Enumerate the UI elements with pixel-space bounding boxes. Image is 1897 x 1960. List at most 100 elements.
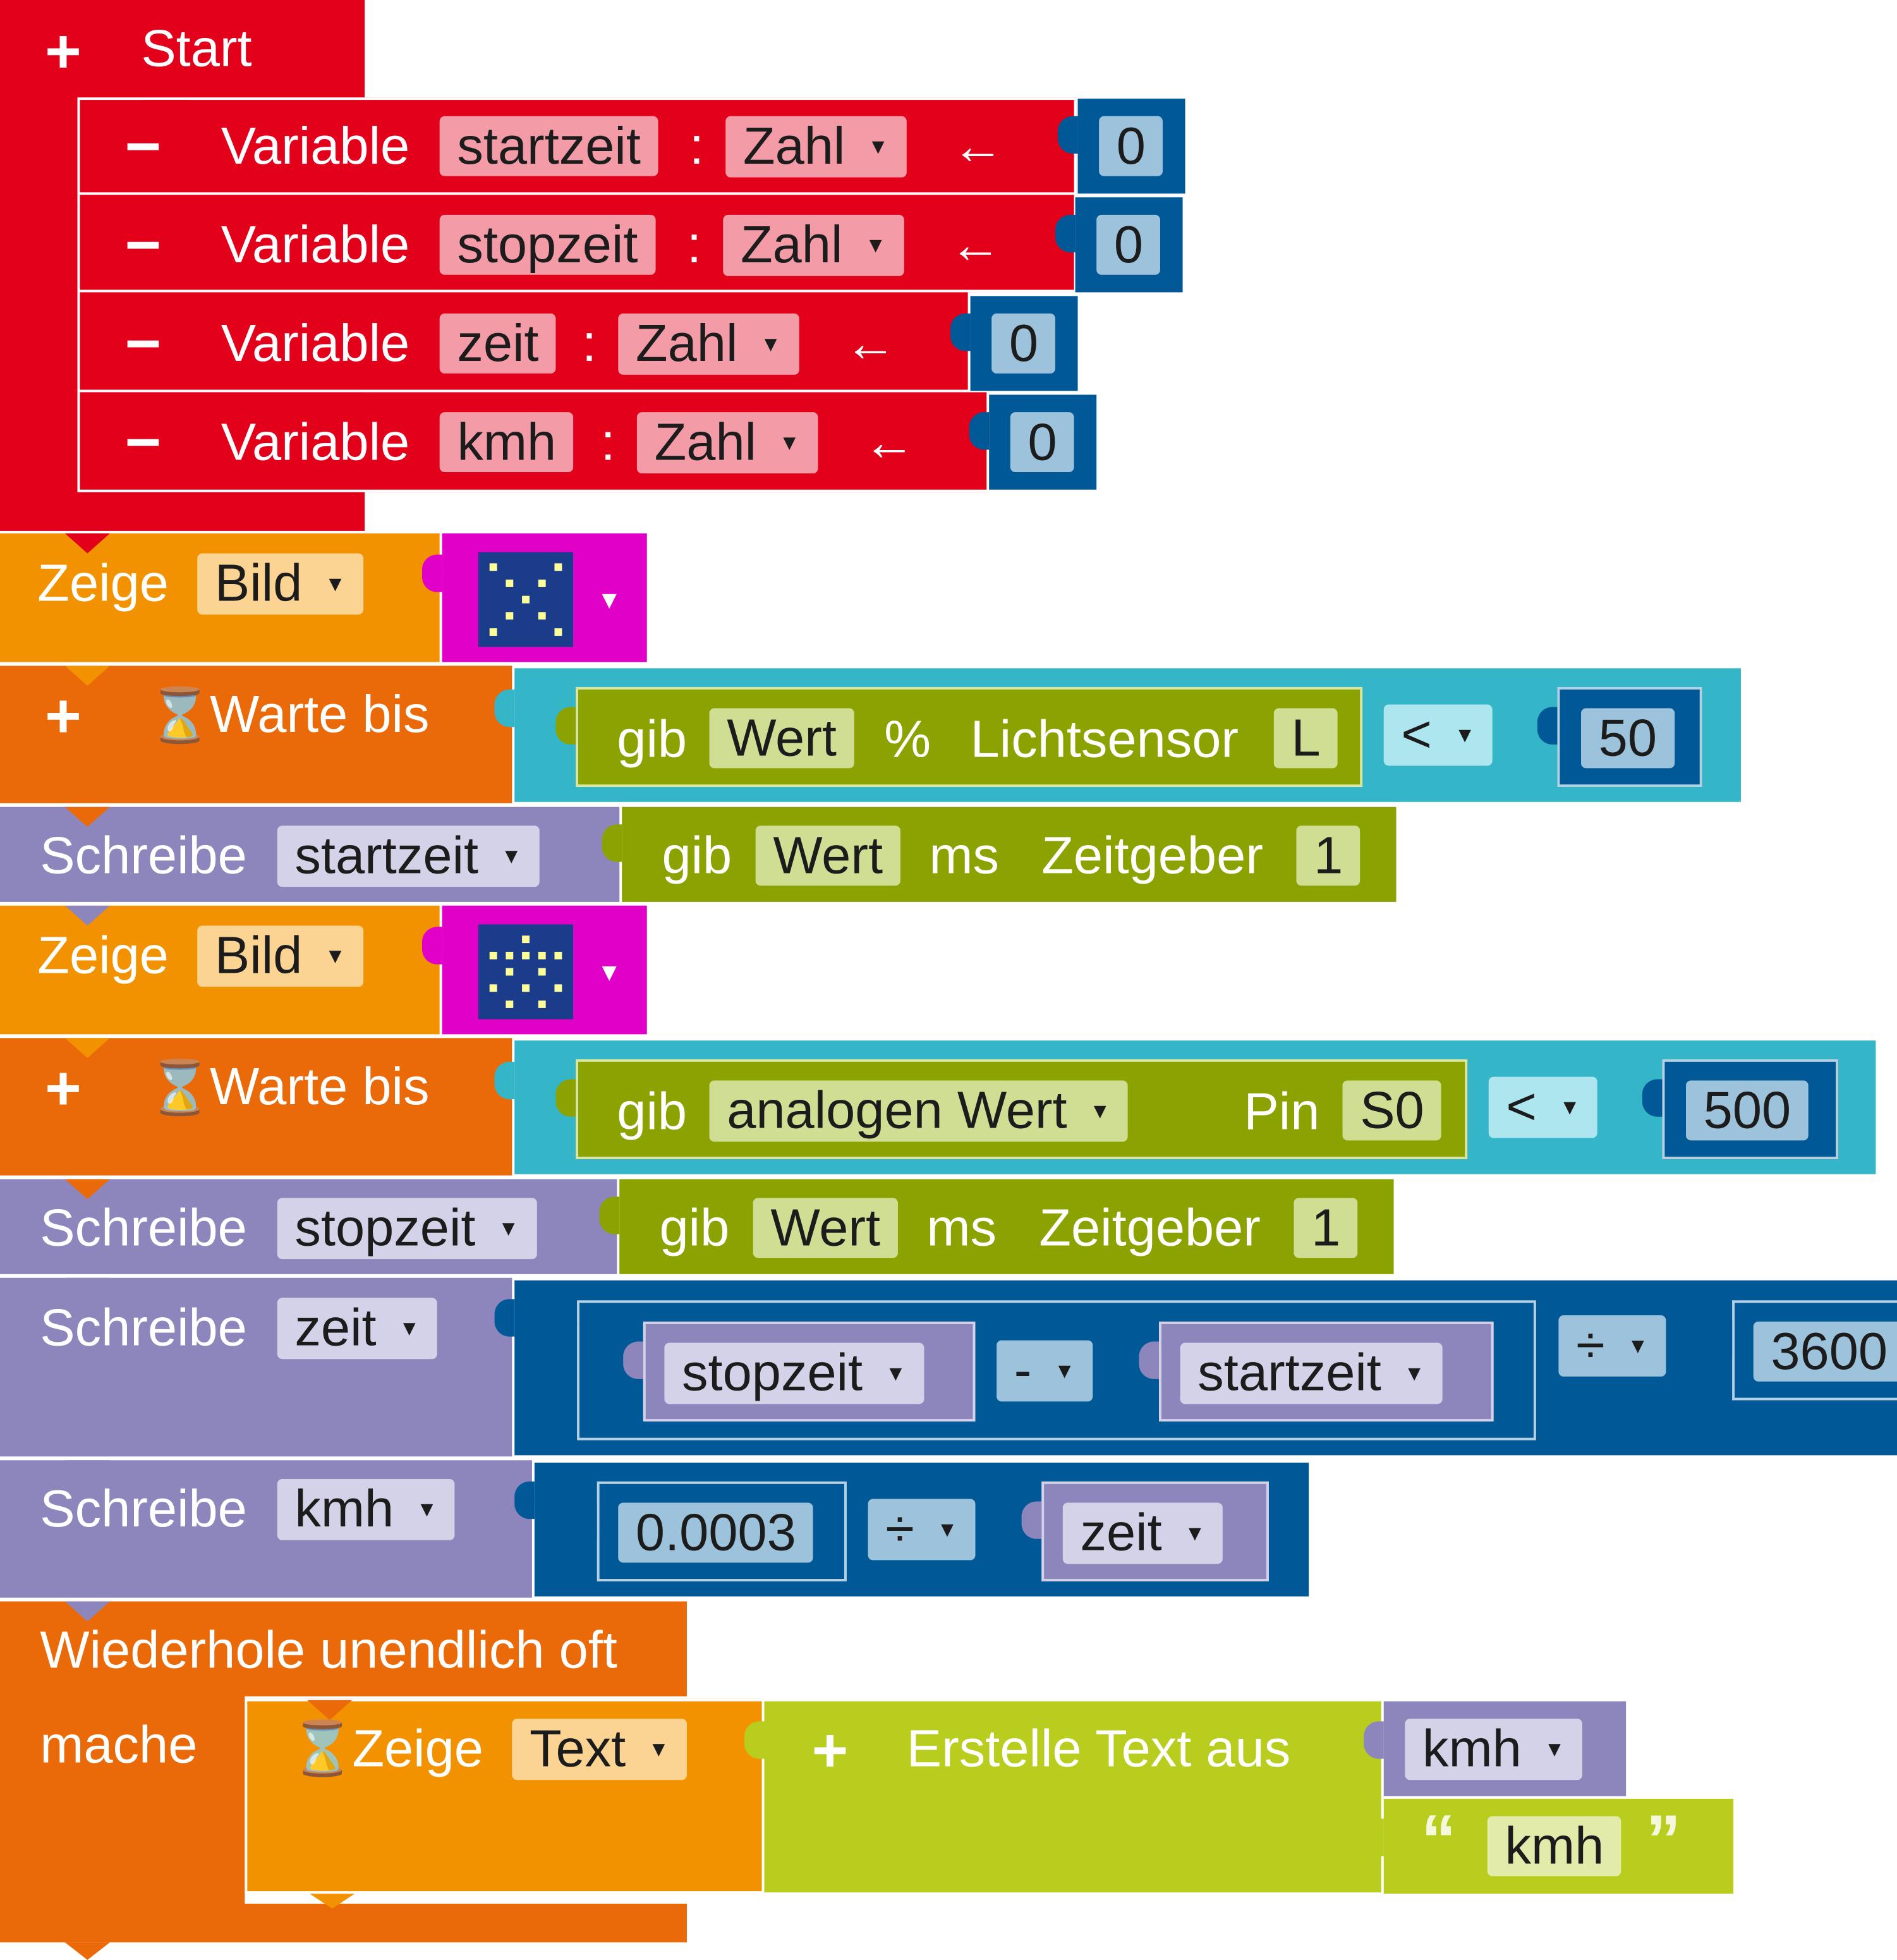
- show-label: Zeige: [37, 553, 169, 612]
- variable-name-field[interactable]: kmh: [439, 412, 574, 473]
- timer-block[interactable]: [622, 807, 1397, 902]
- input-plug: [602, 824, 622, 862]
- type-colon: :: [689, 116, 704, 175]
- number-value[interactable]: 3600: [1753, 1321, 1897, 1382]
- analog-value-dropdown[interactable]: analogen Wert: [709, 1080, 1129, 1142]
- timer-field[interactable]: Wert: [755, 825, 900, 886]
- minus-icon[interactable]: −: [124, 210, 162, 280]
- sensor-light-block[interactable]: [576, 686, 1363, 788]
- compare-operator-dropdown[interactable]: <: [1488, 1076, 1598, 1138]
- sensor-label: Lichtsensor: [970, 709, 1239, 769]
- write-variable-dropdown[interactable]: zeit: [277, 1298, 438, 1360]
- number-value[interactable]: 50: [1580, 708, 1675, 769]
- number-value[interactable]: 0: [991, 313, 1056, 374]
- dropdown-arrow-icon[interactable]: ▼: [597, 959, 622, 987]
- sensor-field[interactable]: Wert: [709, 708, 854, 769]
- minus-icon[interactable]: −: [124, 308, 162, 379]
- assign-arrow: ←: [863, 412, 916, 472]
- minus-icon[interactable]: −: [124, 111, 162, 181]
- variable-name-field[interactable]: zeit: [439, 313, 557, 374]
- variable-dropdown[interactable]: startzeit: [1180, 1342, 1443, 1404]
- write-variable-dropdown[interactable]: kmh: [277, 1478, 455, 1540]
- variable-dropdown[interactable]: kmh: [1405, 1719, 1583, 1780]
- show-mode-dropdown[interactable]: Bild: [197, 553, 363, 615]
- minus-operator-dropdown[interactable]: -: [997, 1340, 1093, 1402]
- input-plug: [969, 412, 990, 450]
- wait-label: Warte bis: [210, 685, 430, 743]
- divide-operator-dropdown[interactable]: ÷: [868, 1499, 976, 1561]
- input-plug: [1537, 707, 1558, 745]
- assign-arrow: ←: [948, 214, 1002, 274]
- input-plug: [555, 707, 576, 745]
- variable-dropdown[interactable]: stopzeit: [664, 1342, 924, 1404]
- close-quote-icon: ”: [1645, 1799, 1682, 1879]
- timer-field[interactable]: Wert: [753, 1198, 898, 1258]
- show-label: Zeige: [37, 925, 169, 985]
- variable-keyword: Variable: [221, 412, 410, 472]
- create-text-label: Erstelle Text aus: [906, 1719, 1291, 1778]
- hourglass-icon: ⌛: [289, 1719, 355, 1778]
- number-value[interactable]: 0.0003: [618, 1502, 814, 1563]
- connector-notch: [307, 1700, 353, 1720]
- input-plug: [494, 1299, 515, 1337]
- number-value[interactable]: 0: [1096, 214, 1161, 275]
- connector-notch: [142, 393, 188, 414]
- write-variable-dropdown[interactable]: startzeit: [277, 825, 540, 887]
- variable-dropdown[interactable]: zeit: [1062, 1502, 1223, 1564]
- input-plug: [1712, 1320, 1733, 1358]
- variable-name-field[interactable]: startzeit: [439, 116, 658, 176]
- input-plug: [599, 1196, 620, 1234]
- variable-name-field[interactable]: stopzeit: [439, 214, 656, 275]
- connector-notch: [64, 807, 110, 827]
- sensor-port[interactable]: L: [1273, 708, 1338, 769]
- create-text-block[interactable]: [764, 1701, 1381, 1893]
- divide-operator-dropdown[interactable]: ÷: [1558, 1315, 1666, 1377]
- plus-icon[interactable]: +: [45, 1053, 82, 1123]
- input-plug: [1021, 1501, 1042, 1539]
- number-value[interactable]: 500: [1686, 1080, 1809, 1141]
- input-plug: [1055, 214, 1076, 253]
- show-label: Zeige: [352, 1719, 483, 1778]
- input-plug: [744, 1721, 765, 1759]
- hourglass-icon: ⌛: [147, 685, 213, 745]
- timer-block[interactable]: [619, 1179, 1394, 1274]
- show-mode-dropdown[interactable]: Text: [512, 1719, 687, 1780]
- show-mode-dropdown[interactable]: Bild: [197, 925, 363, 987]
- start-label: Start: [141, 18, 252, 78]
- timer-number[interactable]: 1: [1294, 1198, 1358, 1258]
- dropdown-arrow-icon[interactable]: ▼: [597, 587, 622, 615]
- pin-value[interactable]: S0: [1342, 1080, 1442, 1141]
- write-label: Schreibe: [40, 1198, 247, 1257]
- input-plug: [1364, 1818, 1384, 1856]
- input-plug: [1364, 1721, 1384, 1759]
- variable-keyword: Variable: [221, 214, 410, 274]
- repeat-forever-block[interactable]: [0, 1601, 687, 1696]
- variable-type-dropdown[interactable]: Zahl: [618, 313, 799, 375]
- wait-until-block-1[interactable]: [0, 666, 512, 803]
- timer-number[interactable]: 1: [1296, 825, 1361, 886]
- unit-label: %: [884, 709, 931, 769]
- number-value[interactable]: 0: [1099, 116, 1163, 176]
- text-string-value[interactable]: kmh: [1487, 1816, 1621, 1877]
- plus-icon[interactable]: +: [811, 1715, 849, 1786]
- image-preview-x[interactable]: [478, 552, 574, 647]
- variable-type-dropdown[interactable]: Zahl: [723, 214, 904, 276]
- compare-operator-dropdown[interactable]: <: [1383, 704, 1493, 766]
- number-value[interactable]: 0: [1010, 412, 1075, 473]
- gib-label: gib: [659, 1198, 730, 1257]
- write-variable-dropdown[interactable]: stopzeit: [277, 1198, 536, 1260]
- repeat-forever-arm[interactable]: [0, 1693, 245, 1919]
- minus-icon[interactable]: −: [124, 407, 162, 477]
- variable-type-dropdown[interactable]: Zahl: [725, 116, 906, 178]
- variable-type-dropdown[interactable]: Zahl: [636, 412, 818, 474]
- repeat-forever-bottom[interactable]: [0, 1903, 687, 1943]
- input-plug: [1642, 1079, 1663, 1117]
- plus-icon[interactable]: +: [45, 16, 82, 87]
- connector-notch: [142, 100, 188, 120]
- write-label: Schreibe: [40, 1478, 247, 1538]
- open-quote-icon: “: [1421, 1799, 1457, 1879]
- wait-until-block-2[interactable]: [0, 1038, 512, 1176]
- plus-icon[interactable]: +: [45, 681, 82, 751]
- image-preview-star[interactable]: [478, 924, 574, 1020]
